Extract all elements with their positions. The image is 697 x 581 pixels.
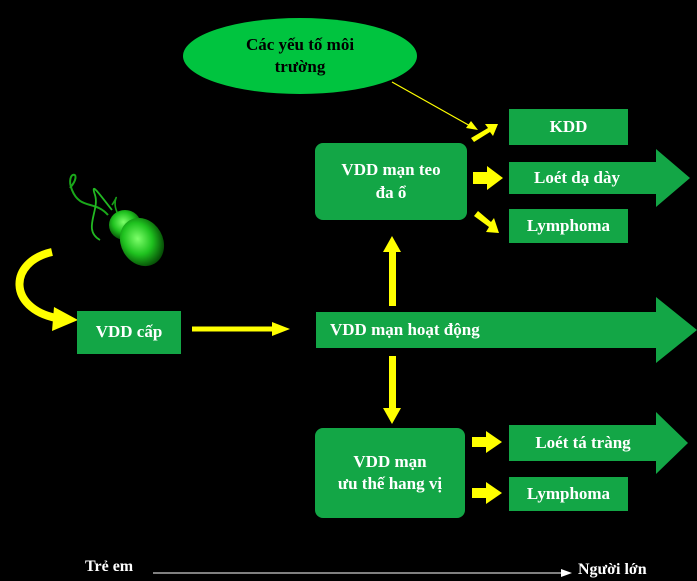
acute-label: VDD cấp (95, 322, 163, 342)
antral-label: VDD mạn ưu thế hang vị (337, 451, 443, 493)
duodenal-ulcer-label: Loét tá tràng (535, 432, 631, 452)
antral-box (315, 428, 465, 518)
gastric-ulcer-arrow-box (509, 149, 690, 207)
antral-to-lymphoma-arrow (472, 482, 502, 504)
environment-pointer (391, 81, 478, 130)
lymphoma-bottom-label: Lymphoma (526, 483, 611, 503)
active-to-antral-arrow (383, 356, 401, 424)
atrophic-box (315, 143, 467, 220)
duodenal-ulcer-arrow-box (509, 412, 688, 474)
active-label: VDD mạn hoạt động (330, 319, 480, 339)
lymphoma-top-box (509, 209, 628, 243)
antral-to-duodenal-ulcer-arrow (472, 431, 502, 453)
timeline-end-label: Người lớn (578, 560, 647, 578)
atrophic-label: VDD mạn teo đa ổ (341, 160, 441, 202)
curved-infection-arrow (15, 248, 78, 331)
lymphoma-top-label: Lymphoma (526, 215, 611, 235)
timeline-arrow (153, 569, 572, 577)
atrophic-to-lymphoma-arrow (474, 211, 499, 233)
kdd-box (509, 109, 628, 145)
acute-box (77, 311, 181, 354)
atrophic-to-gastric-ulcer-arrow (473, 166, 503, 190)
active-big-arrow (316, 297, 697, 363)
lymphoma-bottom-box (509, 477, 628, 511)
helicobacter-bacterium-icon (69, 173, 165, 267)
environment-label: Các yếu tố môi trường (245, 34, 355, 76)
atrophic-to-kdd-arrow (471, 124, 498, 142)
active-to-atrophic-arrow (383, 236, 401, 306)
kdd-label: KDD (549, 116, 588, 136)
gastric-ulcer-label: Loét dạ dày (534, 167, 620, 187)
environment-ellipse (183, 18, 417, 94)
acute-to-active-arrow (192, 322, 290, 336)
timeline-start-label: Trẻ em (85, 557, 134, 575)
